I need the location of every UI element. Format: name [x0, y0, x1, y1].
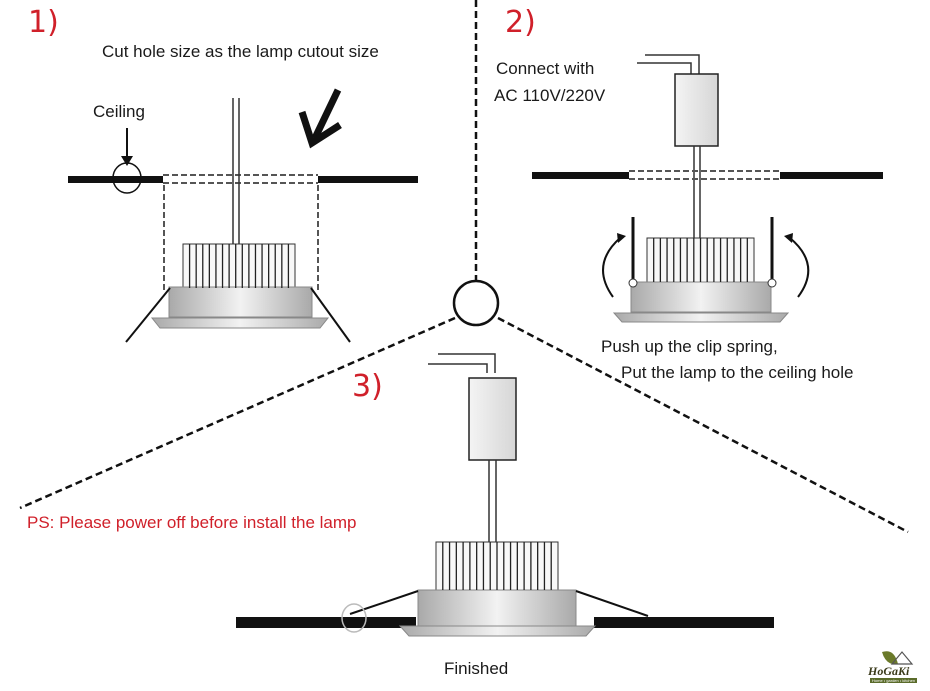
logo-wordmark: HoGaKi: [868, 664, 910, 678]
heatsink-1: [182, 243, 296, 289]
panel-3-illustration: [236, 353, 774, 637]
big-down-arrow: [298, 88, 342, 149]
driver-box-3: [468, 377, 517, 461]
left-diagonal-divider: [19, 316, 456, 510]
ceiling-label: Ceiling: [93, 102, 145, 121]
step-2-number: 2): [505, 5, 536, 40]
lamp-body-3: [417, 589, 577, 627]
rotate-arrow-right: [789, 237, 810, 298]
finished-label: Finished: [444, 659, 509, 678]
connect-label-line2: AC 110V/220V: [494, 86, 606, 105]
logo-tagline: Home • garden • kitchen: [870, 678, 918, 683]
clip-note-line1: Push up the clip spring,: [601, 337, 778, 356]
power-off-warning: PS: Please power off before install the …: [27, 513, 357, 532]
ceiling-right: [318, 176, 418, 183]
leaf-house-icon: [882, 651, 914, 665]
ceiling-left: [68, 176, 163, 183]
center-circle: [452, 279, 500, 327]
panel-2-illustration: [532, 54, 883, 323]
panel-dividers: [19, 0, 909, 534]
step-3-number: 3): [352, 369, 383, 404]
lamp-body-1: [168, 286, 313, 318]
step-1-caption: Cut hole size as the lamp cutout size: [102, 42, 379, 61]
cutout-outline: [163, 174, 319, 290]
step-1-number: 1): [28, 5, 59, 40]
lamp-body-2: [630, 281, 772, 313]
right-diagonal-divider: [497, 316, 909, 534]
panel-1-illustration: [68, 88, 418, 343]
connect-label-line1: Connect with: [496, 59, 595, 78]
clip-note-line2: Put the lamp to the ceiling hole: [621, 363, 854, 382]
driver-box-2: [674, 73, 719, 147]
rotate-arrow-left: [602, 237, 621, 298]
